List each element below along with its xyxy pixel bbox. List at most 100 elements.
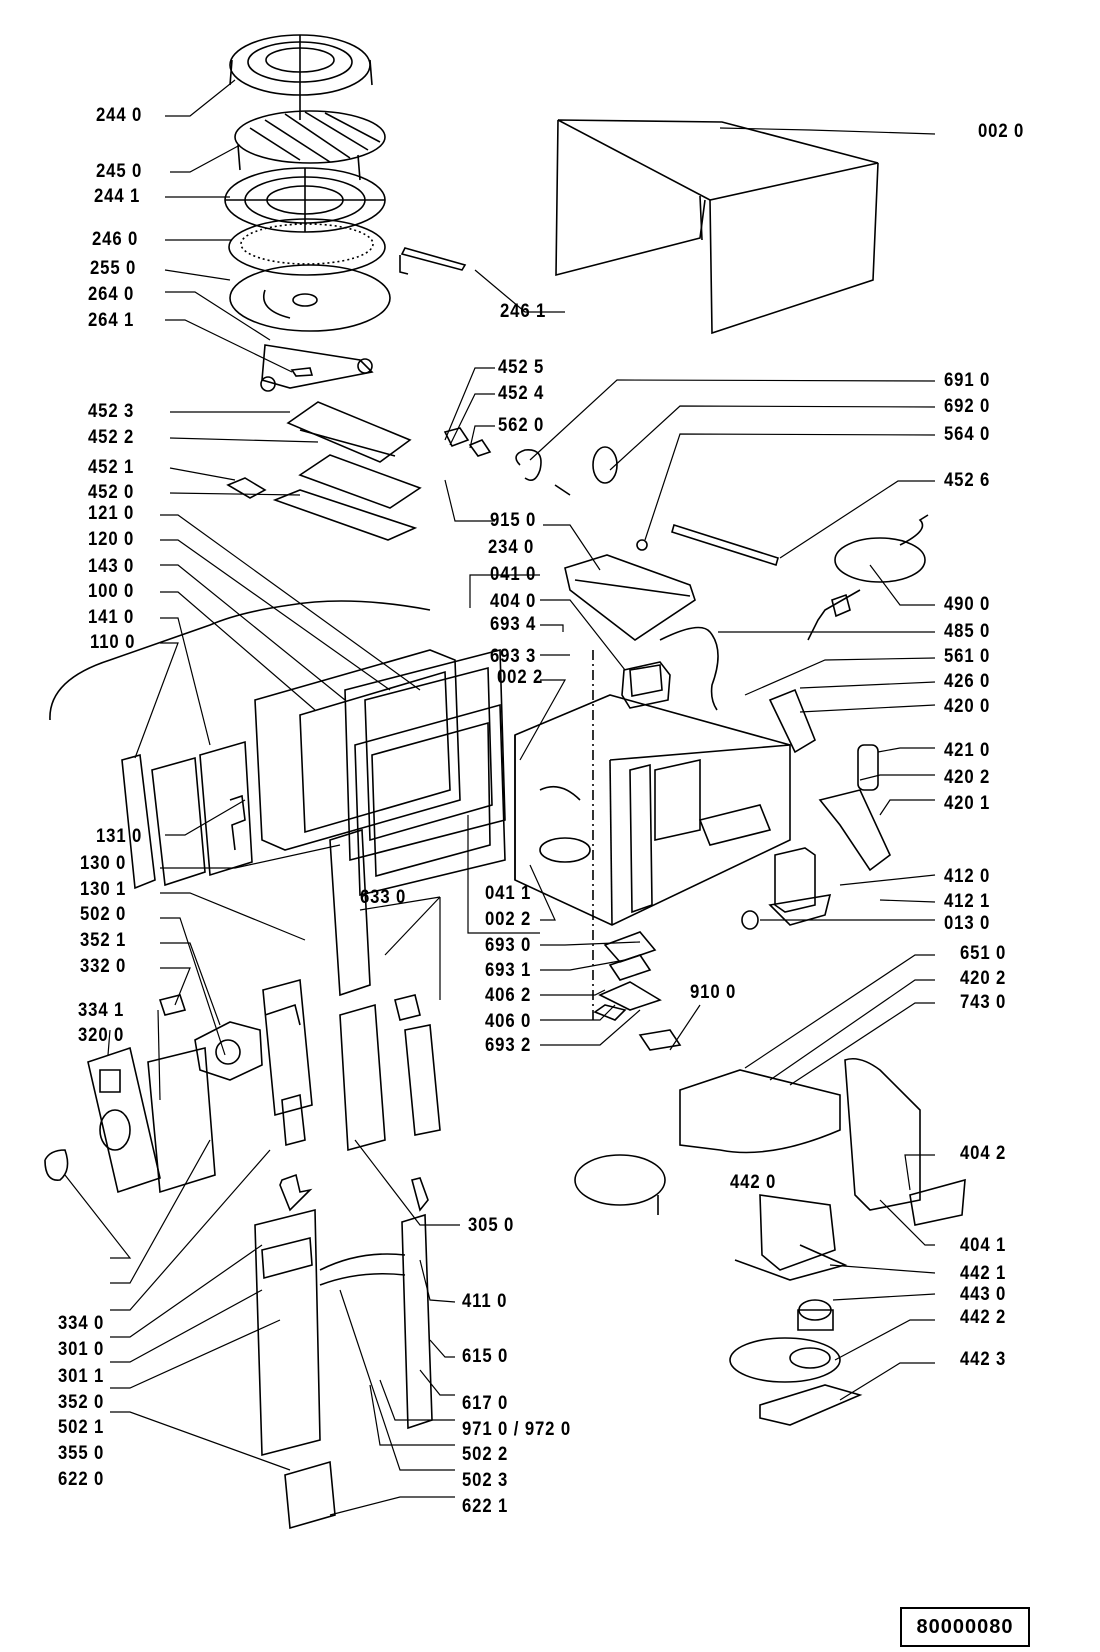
label-4060: 406 0 (485, 1011, 532, 1032)
label-6932: 693 2 (485, 1035, 532, 1056)
leader-lines (65, 80, 935, 1515)
label-6221: 622 1 (462, 1496, 509, 1517)
label-1300: 130 0 (80, 853, 127, 874)
label-3011: 301 1 (58, 1366, 105, 1387)
label-0410: 041 0 (490, 564, 537, 585)
transformer-4120 (770, 848, 830, 925)
label-4420: 442 0 (730, 1172, 777, 1193)
label-6510: 651 0 (960, 943, 1007, 964)
label-4121: 412 1 (944, 891, 991, 912)
air-duct-7430 (680, 1070, 840, 1153)
label-0022a: 002 2 (497, 667, 544, 688)
label-9710: 971 0 / 972 0 (462, 1419, 572, 1440)
label-2641: 264 1 (88, 310, 135, 331)
label-6931: 693 1 (485, 960, 532, 981)
label-4202a: 420 2 (944, 767, 991, 788)
label-3010: 301 0 (58, 1339, 105, 1360)
label-3050: 305 0 (468, 1215, 515, 1236)
label-0130: 013 0 (944, 913, 991, 934)
label-5023: 502 3 (462, 1470, 509, 1491)
label-2550: 255 0 (90, 258, 137, 279)
control-boards (148, 830, 440, 1192)
label-4526: 452 6 (944, 470, 991, 491)
label-3521: 352 1 (80, 930, 127, 951)
waveguide-cover (516, 447, 617, 495)
label-4523: 452 3 (88, 401, 135, 422)
label-6170: 617 0 (462, 1393, 509, 1414)
label-1310: 131 0 (96, 826, 143, 847)
label-4200: 420 0 (944, 696, 991, 717)
label-4202b: 420 2 (960, 968, 1007, 989)
capacitor-4210 (858, 745, 878, 790)
label-4041: 404 1 (960, 1235, 1007, 1256)
label-2450: 245 0 (96, 161, 143, 182)
air-guide-4041 (845, 1059, 920, 1210)
label-4525: 452 5 (498, 357, 545, 378)
label-9150: 915 0 (490, 510, 537, 531)
label-6934: 693 4 (490, 614, 537, 635)
lamp-bar-4526 (672, 525, 778, 565)
label-4423: 442 3 (960, 1349, 1007, 1370)
label-4850: 485 0 (944, 621, 991, 642)
label-4521: 452 1 (88, 457, 135, 478)
mounting-frame-2340 (565, 540, 695, 640)
label-2340: 234 0 (488, 537, 535, 558)
label-3520: 352 0 (58, 1392, 105, 1413)
reference-number: 80000080 (916, 1615, 1014, 1638)
label-4120: 412 0 (944, 866, 991, 887)
label-6930: 693 0 (485, 935, 532, 956)
fan-plate-4422 (730, 1338, 840, 1382)
label-3200: 320 0 (78, 1025, 125, 1046)
label-4520: 452 0 (88, 482, 135, 503)
magnetron (622, 662, 670, 708)
bracket-4042 (910, 1180, 965, 1225)
outer-casing (556, 120, 878, 333)
label-4062: 406 2 (485, 985, 532, 1006)
label-2640: 264 0 (88, 284, 135, 305)
label-4430: 443 0 (960, 1284, 1007, 1305)
label-5620: 562 0 (498, 415, 545, 436)
label-3320: 332 0 (80, 956, 127, 977)
part-0130-icon (742, 911, 758, 929)
main-control-board (255, 1210, 432, 1528)
arrows-indicators (280, 1175, 428, 1210)
fan-motor-4420 (735, 1195, 845, 1280)
label-6150: 615 0 (462, 1346, 509, 1367)
grill-rack-low (235, 111, 385, 180)
label-0020: 002 0 (978, 121, 1025, 142)
grill-rack-high (230, 35, 372, 120)
label-3340: 334 0 (58, 1313, 105, 1334)
label-5640: 564 0 (944, 424, 991, 445)
label-4040: 404 0 (490, 591, 537, 612)
label-4522: 452 2 (88, 427, 135, 448)
label-2441: 244 1 (94, 186, 141, 207)
label-6910: 691 0 (944, 370, 991, 391)
label-2440: 244 0 (96, 105, 143, 126)
crisp-plate (229, 219, 385, 275)
label-3550: 355 0 (58, 1443, 105, 1464)
fan-gasket-9100 (575, 1155, 665, 1215)
control-panel-frame (45, 1048, 160, 1192)
filter-tray-4423 (760, 1385, 860, 1425)
label-6220: 622 0 (58, 1469, 105, 1490)
label-4201: 420 1 (944, 793, 991, 814)
wire-4850 (660, 628, 718, 711)
label-4042: 404 2 (960, 1143, 1007, 1164)
diode-4200 (770, 690, 815, 752)
stirrer-parts (595, 932, 680, 1050)
label-1210: 121 0 (88, 503, 135, 524)
label-1100: 110 0 (90, 632, 136, 653)
bracket-2461 (400, 248, 465, 274)
label-4421: 442 1 (960, 1263, 1007, 1284)
label-6330: 633 0 (360, 887, 407, 908)
label-1410: 141 0 (88, 607, 135, 628)
label-1301: 130 1 (80, 879, 127, 900)
label-5021: 502 1 (58, 1417, 105, 1438)
label-1000: 100 0 (88, 581, 135, 602)
power-cord (808, 515, 928, 640)
oven-cavity (515, 695, 790, 925)
label-6920: 692 0 (944, 396, 991, 417)
label-5610: 561 0 (944, 646, 991, 667)
